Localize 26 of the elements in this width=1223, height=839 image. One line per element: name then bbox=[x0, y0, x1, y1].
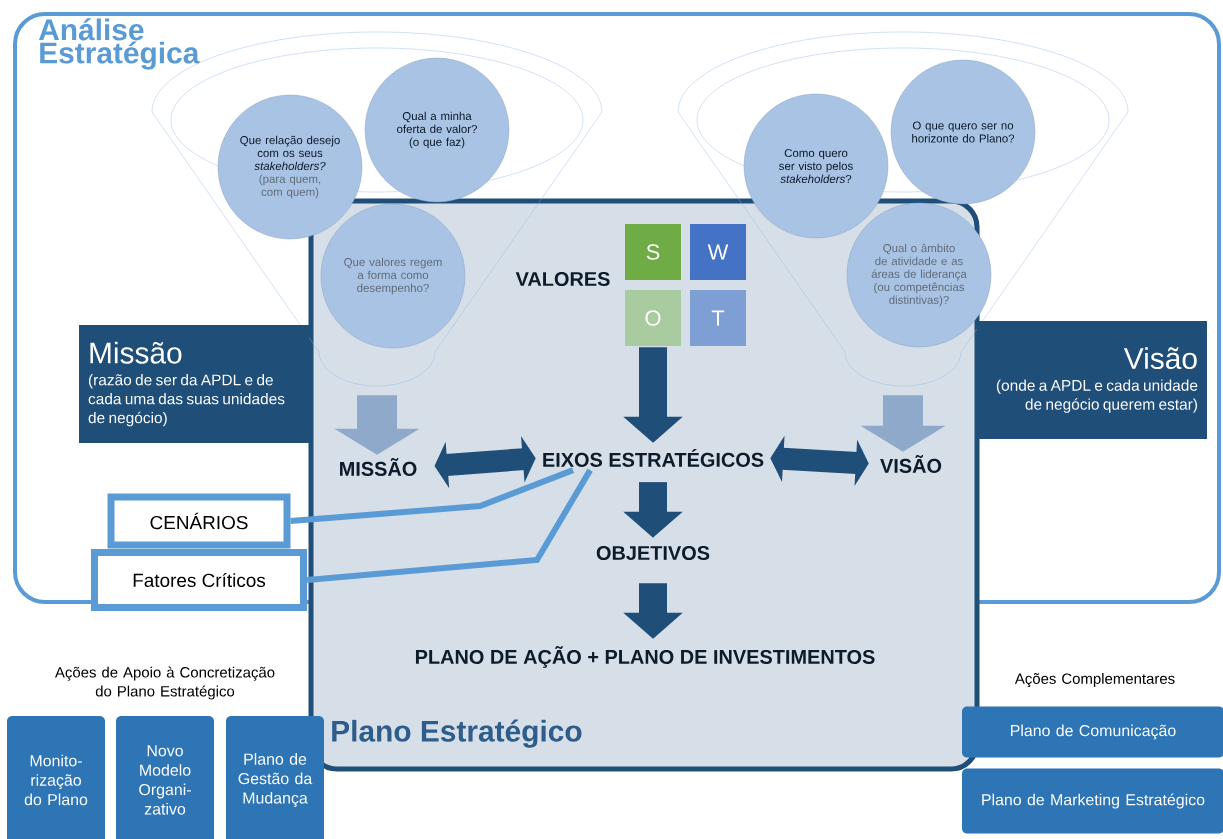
statement-box: Missão (razão de ser da APDL e de cada uma das suas unidades de negócio) bbox=[79, 325, 309, 443]
step-label: VISÃO bbox=[880, 455, 942, 473]
step-label: EIXOS ESTRATÉGICOS bbox=[543, 449, 764, 467]
node-label: Missão bbox=[90, 341, 182, 364]
action-box: Plano de Marketing Estratégico bbox=[962, 768, 1223, 834]
step-label: OBJETIVOS bbox=[596, 545, 710, 561]
step-label: PLANO DE AÇÃO + PLANO DE INVESTIMENTOS bbox=[415, 646, 875, 668]
swot-square: W bbox=[690, 224, 746, 280]
connector-line bbox=[306, 468, 593, 583]
statement-box: Visão (onde a APDL e cada unidade de negócio querem estar) bbox=[977, 321, 1207, 439]
factor-box: Fatores Críticos bbox=[91, 549, 307, 611]
node-label: (razão de ser da APDL e de cada uma das suas unidades de negócio) bbox=[88, 374, 285, 427]
action-box: Plano de Gestão da Mudança bbox=[226, 716, 324, 839]
swot-square: O bbox=[625, 290, 681, 346]
section-heading: Ações Complementares bbox=[1014, 673, 1175, 687]
swot-square: S bbox=[625, 224, 681, 280]
section-heading: Ações de Apoio à Concretização do Plano Estratégico bbox=[54, 666, 275, 700]
action-box: Plano de Comunicação bbox=[962, 706, 1223, 758]
factor-box: CENÁRIOS bbox=[107, 493, 291, 549]
block-arrow bbox=[434, 436, 536, 489]
swot-square: T bbox=[690, 290, 746, 346]
action-box: Novo Modelo Organi- zativo bbox=[116, 716, 214, 839]
step-label: MISSÃO bbox=[340, 458, 417, 476]
connector-line bbox=[290, 467, 575, 524]
step-label: VALORES bbox=[515, 271, 610, 287]
action-box: Monito- rização do Plano bbox=[7, 716, 105, 839]
